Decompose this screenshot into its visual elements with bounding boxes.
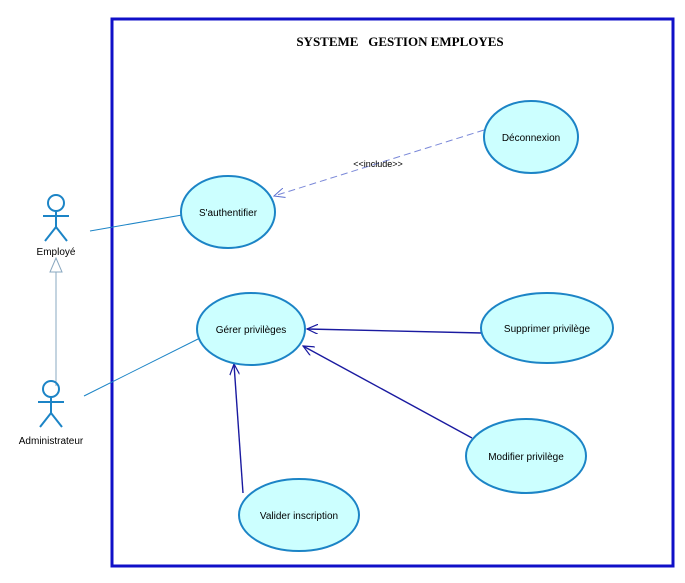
use-case-valider-inscription[interactable]: Valider inscription — [238, 478, 360, 552]
dep-modifier-gerer — [303, 346, 473, 439]
actor-head-icon — [42, 380, 60, 398]
use-case-deconnexion[interactable]: Déconnexion — [483, 100, 579, 174]
use-case-gerer-privileges[interactable]: Gérer privilèges — [196, 292, 306, 366]
actor-label-administrateur: Administrateur — [19, 436, 84, 447]
actor-administrateur[interactable] — [38, 380, 64, 428]
use-case-label: Déconnexion — [502, 133, 560, 144]
assoc-admin-gerer — [83, 337, 201, 397]
use-case-sauthentifier[interactable]: S'authentifier — [180, 175, 276, 249]
actor-label-employe: Employé — [37, 247, 76, 258]
assoc-employe-sauthentifier — [89, 214, 183, 232]
include-label: <<include>> — [353, 159, 403, 169]
use-case-label: Valider inscription — [260, 511, 338, 522]
actor-employe[interactable] — [43, 194, 69, 242]
use-case-supprimer-privilege[interactable]: Supprimer privilège — [480, 292, 614, 364]
use-case-label: Modifier privilège — [488, 452, 564, 463]
use-case-label: Gérer privilèges — [216, 325, 287, 336]
include-dependency — [274, 129, 485, 196]
actor-head-icon — [47, 194, 65, 212]
generalization-arrowhead — [49, 256, 63, 273]
use-case-label: S'authentifier — [199, 208, 258, 219]
use-case-label: Supprimer privilège — [504, 324, 591, 335]
use-case-modifier-privilege[interactable]: Modifier privilège — [465, 418, 587, 494]
system-boundary — [110, 17, 675, 568]
dep-supprimer-gerer — [307, 329, 483, 333]
system-title: SYSTEME GESTION EMPLOYES — [296, 34, 503, 49]
dep-valider-gerer — [234, 364, 244, 494]
